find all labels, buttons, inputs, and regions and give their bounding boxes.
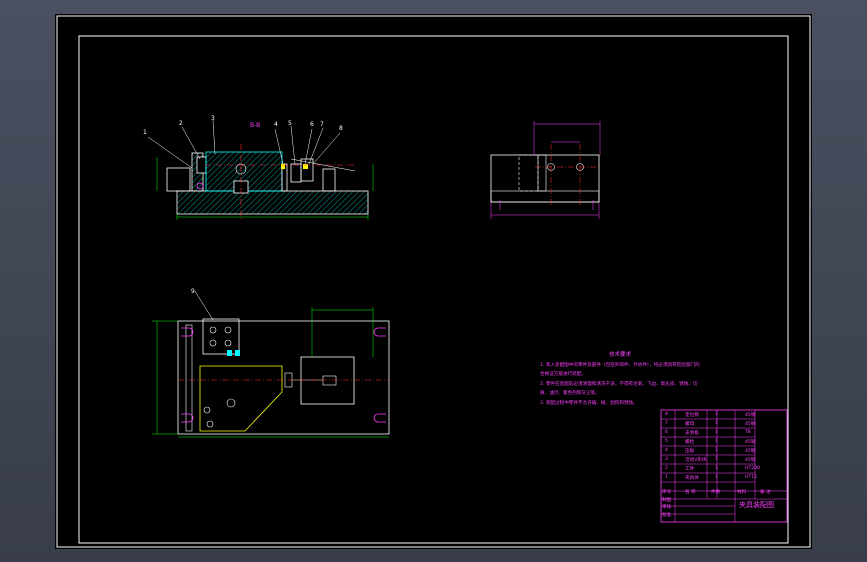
part-qty: 1 [715, 475, 718, 480]
tech-req-item-1: 1. 装入装配图中的零件及部件（包括外购件、外协件），均必须具有检验部门的合格证… [540, 362, 700, 378]
hdr-name: 名 称 [685, 490, 696, 495]
balloon-1: 1 [143, 129, 147, 136]
part-no: 6 [665, 430, 668, 435]
plan-view: 9 [152, 288, 390, 438]
hdr-no: 序号 [662, 490, 672, 495]
drawing-sheet: B-B [56, 15, 811, 548]
part-qty: 1 [715, 439, 718, 444]
cad-viewport[interactable]: B-B [55, 14, 812, 549]
part-qty: 1 [715, 466, 718, 471]
part-material: 45钢 [745, 413, 756, 418]
balloon-6: 6 [310, 121, 314, 128]
part-name: 工件 [685, 467, 695, 472]
part-material: 45钢 [745, 458, 756, 463]
hdr-note: 备 注 [760, 490, 771, 495]
tech-req-title: 技术要求 [608, 352, 631, 358]
part-row: 8 定位销 1 45钢 [661, 412, 787, 421]
part-no: 7 [665, 421, 668, 426]
part-row: 2 工件 1 HT200 [661, 466, 787, 475]
row-check: 审核 [662, 505, 672, 510]
drawing-name: 夹具装配图 [739, 501, 774, 509]
row-draw: 制图 [662, 498, 672, 503]
part-material: 45钢 [745, 440, 756, 445]
part-no: 3 [665, 457, 668, 462]
part-qty: 1 [715, 448, 718, 453]
part-row: 5 螺栓 1 45钢 [661, 439, 787, 448]
part-material: 45钢 [745, 449, 756, 454]
part-qty: 1 [715, 421, 718, 426]
tech-req-item-2: 2. 零件在装配前必须清理和清洗干净，不得有毛刺、飞边、氧化皮、锈蚀、切屑、油污… [540, 381, 698, 397]
tech-requirements: 技术要求 1. 装入装配图中的零件及部件（包括外购件、外协件），均必须具有检验部… [540, 351, 700, 408]
part-no: 4 [665, 448, 668, 453]
fixture-base [176, 190, 369, 215]
front-view: B-B [143, 115, 374, 220]
part-name: 压板 [685, 449, 695, 454]
part-material: T8 [745, 430, 751, 435]
part-row: 6 支承板 1 T8 [661, 430, 787, 439]
balloon-8: 8 [339, 125, 343, 132]
part-row: 1 夹具体 1 HT15 [661, 475, 787, 484]
part-name: 活动V形块 [685, 458, 707, 463]
balloon-4: 4 [274, 121, 278, 128]
part-name: 螺栓 [685, 440, 695, 445]
balloon-9: 9 [191, 288, 195, 295]
part-name: 螺母 [685, 422, 695, 427]
part-name: 定位销 [685, 413, 699, 418]
hdr-qty: 件数 [711, 490, 721, 495]
balloon-3: 3 [211, 115, 215, 122]
outer-border [56, 15, 811, 548]
part-name: 夹具体 [685, 476, 699, 481]
title-block [660, 409, 788, 523]
section-label: B-B [250, 122, 260, 129]
side-view [490, 121, 601, 219]
part-material: HT200 [745, 466, 761, 471]
balloon-2: 2 [179, 120, 183, 127]
part-material: HT15 [745, 475, 758, 480]
part-row: 3 活动V形块 1 45钢 [661, 457, 787, 466]
part-qty: 1 [715, 430, 718, 435]
part-material: 45钢 [745, 422, 756, 427]
row-approve: 批准 [662, 513, 672, 518]
balloon-5: 5 [288, 120, 292, 127]
inner-border [78, 35, 789, 544]
hdr-material: 材料 [737, 490, 747, 495]
balloon-7: 7 [320, 121, 324, 128]
part-no: 8 [665, 412, 668, 417]
tech-req-item-3: 3. 装配过程中零件不允许磕、碰、划伤和锈蚀。 [540, 400, 638, 406]
part-row: 7 螺母 1 45钢 [661, 421, 787, 430]
part-no: 5 [665, 439, 668, 444]
part-no: 1 [665, 475, 668, 480]
part-qty: 1 [715, 457, 718, 462]
part-no: 2 [665, 466, 668, 471]
part-qty: 1 [715, 412, 718, 417]
part-row: 4 压板 1 45钢 [661, 448, 787, 457]
part-name: 支承板 [685, 431, 699, 436]
